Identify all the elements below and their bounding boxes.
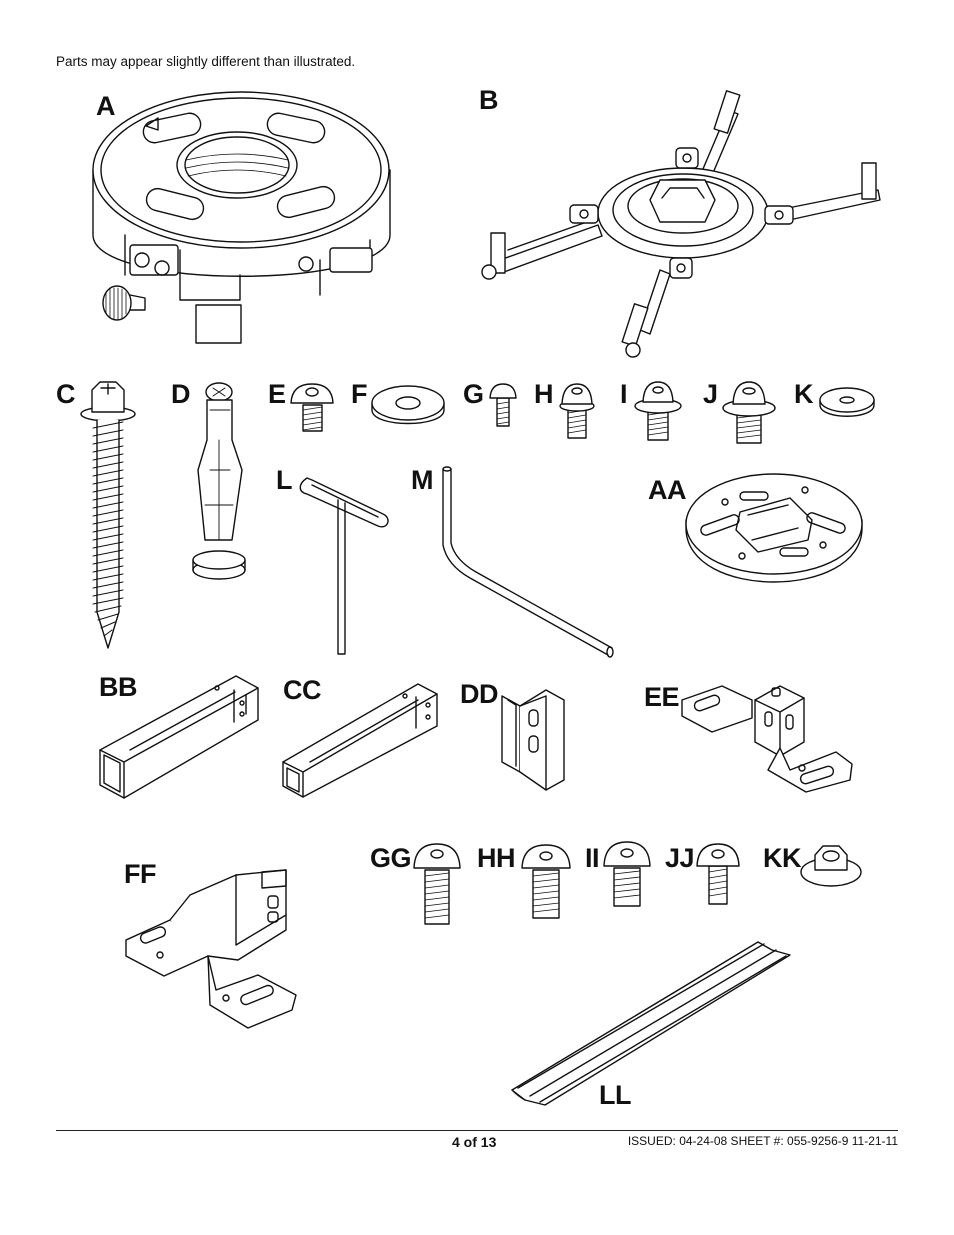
part-d-drawing <box>193 383 245 579</box>
part-m-drawing <box>443 467 613 657</box>
part-label-kk: KK <box>763 843 802 873</box>
part-label-m: M <box>411 465 434 495</box>
part-cc-drawing <box>283 684 437 797</box>
part-label-bb: BB <box>99 672 138 702</box>
part-label-k: K <box>794 379 814 409</box>
part-l-drawing <box>300 478 388 654</box>
part-g-drawing <box>490 384 516 426</box>
part-label-ii: II <box>585 843 600 873</box>
part-label-gg: GG <box>370 843 412 873</box>
part-label-b: B <box>479 85 499 115</box>
part-e-drawing <box>291 384 333 431</box>
part-label-j: J <box>703 379 718 409</box>
part-label-ff: FF <box>124 859 157 889</box>
disclaimer-note: Parts may appear slightly different than… <box>56 54 356 69</box>
part-label-dd: DD <box>460 679 499 709</box>
issued-info: ISSUED: 04-24-08 SHEET #: 055-9256-9 11-… <box>627 1134 898 1148</box>
part-label-g: G <box>463 379 484 409</box>
page-number: 4 of 13 <box>452 1134 497 1150</box>
part-b-drawing <box>482 91 880 357</box>
part-label-i: I <box>620 379 628 409</box>
part-jj-drawing <box>697 844 739 904</box>
part-i-drawing <box>635 382 681 440</box>
part-bb-drawing <box>100 676 258 798</box>
part-dd-drawing <box>502 690 564 790</box>
part-hh-drawing <box>522 845 570 918</box>
part-label-a: A <box>96 91 116 121</box>
part-h-drawing <box>560 384 594 438</box>
part-label-l: L <box>276 465 293 495</box>
part-label-aa: AA <box>648 475 687 505</box>
part-aa-drawing <box>686 474 862 582</box>
part-f-drawing <box>372 386 444 424</box>
part-ii-drawing <box>604 842 650 906</box>
part-ee-drawing <box>682 686 852 792</box>
part-ff-drawing <box>126 870 296 1028</box>
part-label-ee: EE <box>644 682 680 712</box>
part-ll-drawing <box>512 942 790 1105</box>
part-kk-drawing <box>801 846 861 886</box>
part-label-cc: CC <box>283 675 322 705</box>
part-c-drawing <box>81 382 135 648</box>
part-label-f: F <box>351 379 368 409</box>
part-label-hh: HH <box>477 843 516 873</box>
footer-divider <box>56 1130 898 1131</box>
part-label-h: H <box>534 379 554 409</box>
part-k-drawing <box>820 388 874 416</box>
part-gg-drawing <box>414 844 460 924</box>
part-a-drawing <box>93 92 390 343</box>
part-label-e: E <box>268 379 286 409</box>
part-label-jj: JJ <box>665 843 695 873</box>
part-label-c: C <box>56 379 76 409</box>
part-j-drawing <box>723 382 775 443</box>
part-label-ll: LL <box>599 1080 632 1110</box>
part-label-d: D <box>171 379 191 409</box>
